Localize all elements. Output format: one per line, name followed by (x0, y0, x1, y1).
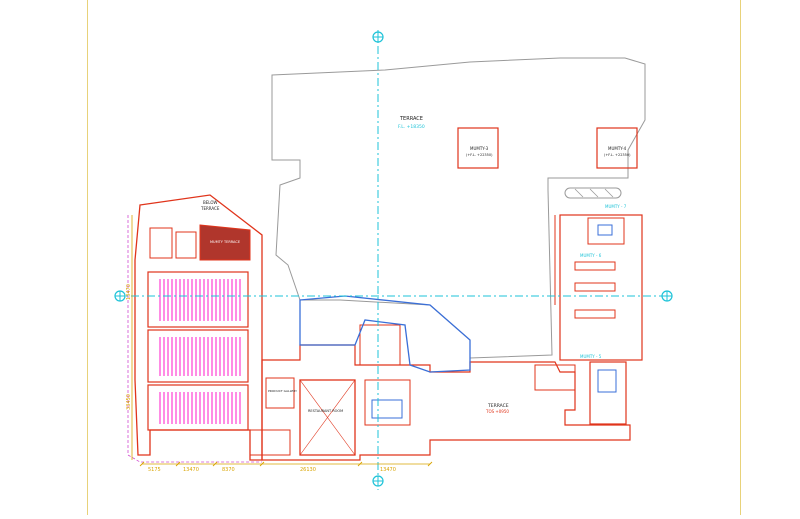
dimension-tick (212, 461, 218, 467)
axis-marker-left (114, 290, 126, 302)
dim-bottom-4: 26130 (300, 467, 316, 473)
toilet-block (249, 429, 291, 456)
lift-shaft-central (371, 399, 403, 419)
dimension-ticks (139, 461, 433, 467)
skylight-outline (564, 187, 622, 199)
dimension-tick (357, 461, 363, 467)
lift-block-left (175, 231, 197, 259)
terrace-lower-level: TOS +0950 (485, 409, 509, 414)
mumty-5-room (589, 361, 627, 425)
right-wing (559, 214, 643, 361)
dimension-tick (139, 461, 145, 467)
dim-bottom-5: 13470 (380, 467, 396, 473)
stair-block-left (149, 227, 173, 259)
hall-1 (147, 271, 249, 328)
below-terrace-label-1: BELOW (203, 200, 218, 205)
below-terrace-label-2: TERRACE (200, 206, 220, 211)
skylight-hatch (604, 188, 614, 198)
dim-left-2: 13470 (126, 284, 132, 300)
stair-core-central (359, 324, 401, 366)
terrace-outline (271, 57, 646, 359)
terrace-level: F.L. +18350 (398, 124, 425, 130)
stair-run-3 (574, 309, 616, 319)
dimension-tick (175, 461, 181, 467)
axis-marker-right (661, 290, 673, 302)
mumty-7-room (587, 217, 625, 245)
dimension-tick (259, 461, 265, 467)
mumty-7-lift (597, 224, 613, 236)
mumty-3-title: MUMTY-3 (470, 146, 489, 151)
stair-run-1 (574, 261, 616, 271)
product-gallery-box (265, 377, 295, 409)
mumty-5-label: MUMTY - 5 (580, 354, 602, 359)
auditorium-seating (159, 279, 241, 424)
mumty-6-label: MUMTY - 6 (580, 253, 602, 258)
dim-left: 33450 (126, 394, 132, 410)
stair-run-2 (574, 282, 616, 292)
axis-marker-top (372, 31, 384, 43)
mumty-5-stair (534, 364, 576, 391)
skylight-hatch (574, 188, 584, 198)
mumty-4-box (596, 127, 638, 169)
mumty-terrace-label: MUMTY TERRACE (210, 240, 240, 244)
sheet-border-left (87, 0, 88, 515)
mumty-terrace-fill (199, 224, 251, 261)
lift-core-central (364, 379, 411, 426)
dim-bottom-3: 8370 (222, 467, 235, 473)
terrace-lower-label: TERRACE (487, 403, 509, 409)
mumty-7-label: MUMTY - 7 (605, 204, 627, 209)
restaurant-room-label: RESTAURANT ROOM (308, 409, 343, 413)
mumty-5-lift (597, 369, 617, 393)
skylight-hatch (589, 188, 599, 198)
hall-2 (147, 329, 249, 383)
central-block-outline (261, 344, 631, 461)
restaurant-room-cross (299, 379, 356, 456)
product-gallery-label: PRODUCT GALLERY (268, 389, 297, 393)
left-wing-boundary (127, 215, 262, 463)
restaurant-room (299, 379, 356, 456)
mumty-3-level: (+F.L. +22350) (466, 153, 493, 157)
mumty-3-box (457, 127, 499, 169)
mumty-4-title: MUMTY-4 (608, 146, 627, 151)
dim-bottom-2: 13470 (183, 467, 199, 473)
blue-zone (299, 295, 471, 373)
sheet-border-right (740, 0, 741, 515)
axis-marker-bottom (372, 475, 384, 487)
terrace-label: TERRACE (399, 116, 423, 122)
dim-bottom-1: 5175 (148, 467, 161, 473)
dimension-tick (427, 461, 433, 467)
mumty-4-level: (+F.L. +22350) (604, 153, 631, 157)
hall-3 (147, 384, 249, 431)
